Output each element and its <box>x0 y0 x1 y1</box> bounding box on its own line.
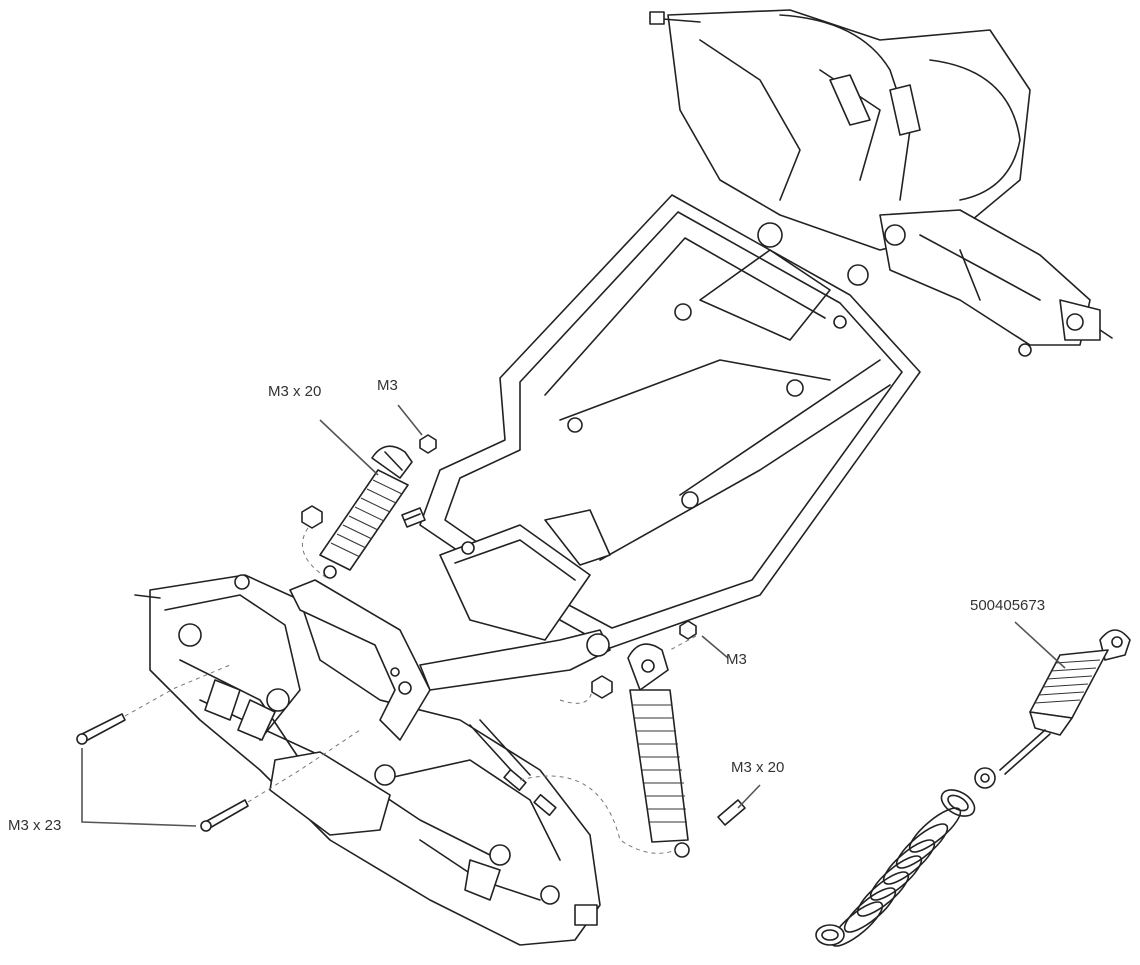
shock-absorber-left <box>301 434 437 581</box>
rear-suspension-assembly <box>134 574 611 946</box>
callout-part-number: 500405673 <box>970 597 1046 614</box>
shock-absorber-center <box>519 620 746 858</box>
front-suspension-assembly <box>649 9 1113 357</box>
callout-leaders <box>319 404 761 809</box>
callout-screw-m3x20-right: M3 x 20 <box>731 759 785 776</box>
callout-nut-m3-right: M3 <box>726 651 747 668</box>
chassis-tub <box>419 194 921 649</box>
callout-pins-m3x23: M3 x 23 <box>8 817 62 834</box>
hinge-pins <box>76 664 361 832</box>
exploded-shock-absorber <box>815 621 1131 947</box>
callout-screw-m3x20-left: M3 x 20 <box>268 383 322 400</box>
callout-nut-m3-top: M3 <box>377 377 398 394</box>
servo-box <box>439 509 611 641</box>
